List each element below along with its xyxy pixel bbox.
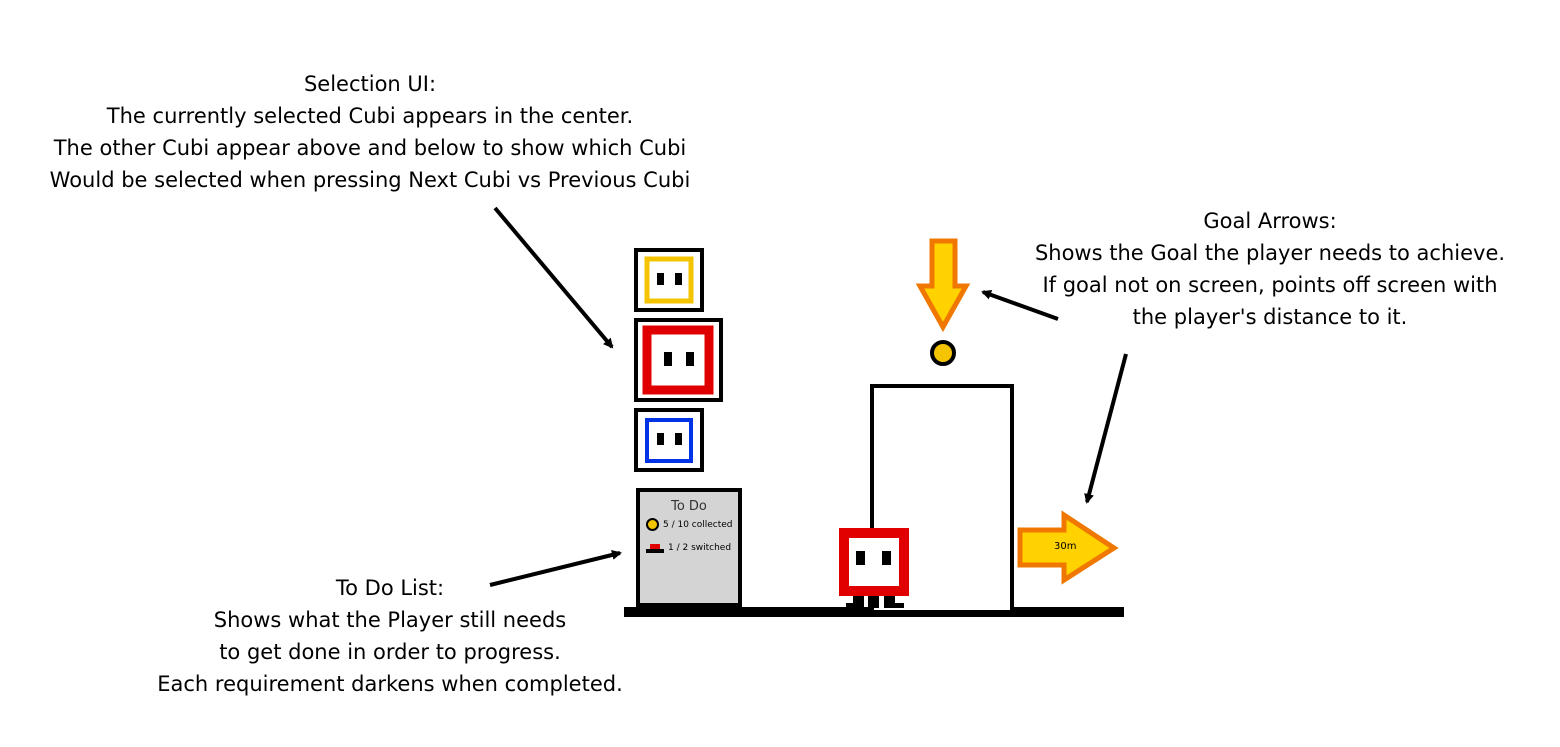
todo-item-collected: 5 / 10 collected bbox=[646, 518, 733, 531]
cubi-icon-blue bbox=[634, 408, 704, 472]
goal-arrows-note: Goal Arrows: Shows the Goal the player n… bbox=[1010, 205, 1530, 333]
goal-right-pointer-arrow bbox=[1084, 353, 1128, 504]
goal-distance-label: 30m bbox=[1054, 541, 1077, 552]
note-line: The currently selected Cubi appears in t… bbox=[106, 104, 634, 128]
goal-arrow-right-icon bbox=[1017, 510, 1119, 585]
todo-list-panel: To Do 5 / 10 collected 1 / 2 switched bbox=[636, 488, 742, 607]
todo-list-note: To Do List: Shows what the Player still … bbox=[120, 572, 660, 700]
note-line: Goal Arrows: bbox=[1203, 209, 1337, 233]
note-line: Each requirement darkens when completed. bbox=[157, 672, 623, 696]
cubi-icon-yellow bbox=[634, 248, 704, 312]
coin-goal-icon bbox=[930, 340, 956, 366]
player-cubi-icon bbox=[839, 528, 909, 608]
todo-pointer-arrow bbox=[489, 550, 622, 587]
note-line: Would be selected when pressing Next Cub… bbox=[49, 168, 691, 192]
selection-pointer-arrow bbox=[493, 206, 614, 349]
todo-item-switched: 1 / 2 switched bbox=[646, 543, 731, 553]
note-line: To Do List: bbox=[335, 576, 445, 600]
selection-ui-note: Selection UI: The currently selected Cub… bbox=[20, 68, 720, 196]
note-line: to get done in order to progress. bbox=[219, 640, 561, 664]
coin-icon bbox=[646, 518, 659, 531]
todo-collected-text: 5 / 10 collected bbox=[663, 519, 733, 530]
goal-arrow-down-icon bbox=[915, 238, 971, 333]
note-line: If goal not on screen, points off screen… bbox=[1042, 273, 1498, 297]
note-line: Shows what the Player still needs bbox=[213, 608, 567, 632]
note-line: Shows the Goal the player needs to achie… bbox=[1034, 241, 1506, 265]
goal-down-pointer-arrow bbox=[981, 290, 1059, 321]
todo-title: To Do bbox=[671, 499, 707, 514]
selection-ui bbox=[634, 248, 723, 472]
todo-switched-text: 1 / 2 switched bbox=[668, 543, 732, 553]
note-line: The other Cubi appear above and below to… bbox=[53, 136, 687, 160]
switch-icon bbox=[646, 543, 664, 553]
cubi-icon-red-selected bbox=[634, 318, 723, 402]
note-line: the player's distance to it. bbox=[1132, 305, 1408, 329]
note-line: Selection UI: bbox=[303, 72, 437, 96]
